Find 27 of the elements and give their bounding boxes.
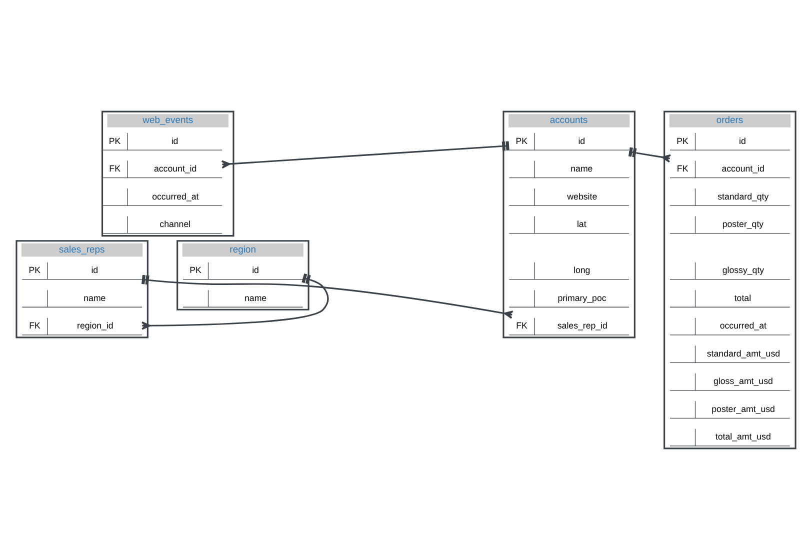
node-text: total_amt_usd [715,432,771,442]
node-text: name [84,292,106,303]
node-text: poster_qty [722,219,764,230]
node-text: website [567,191,598,202]
node-text: FK account_id [109,164,197,174]
node-text: occurred_at [152,191,199,202]
node-text: PK id [676,136,746,146]
node-text: FK sales_rep_id [516,320,608,331]
node-text: name [570,164,593,174]
node-text: PK id [190,265,259,276]
node-text: poster_amt_usd [712,404,775,414]
node-text: name [244,292,267,303]
node-text: lat [576,219,586,230]
node-text: standard_qty [718,191,769,202]
node-text: PK id [28,265,98,276]
node-text: total [734,292,752,303]
node-text: standard_amt_usd [706,348,780,358]
node-text: FK account_id [676,164,764,174]
node-text: gloss_amt_usd [714,376,773,386]
node-text: PK id [516,136,586,146]
node-text: PK id [108,136,178,146]
node-text: occurred_at [720,320,766,331]
node-text: channel [160,219,191,230]
node-text: glossy_qty [722,265,764,276]
node-text: primary_poc [558,292,606,303]
node-text: FK region_id [29,320,114,331]
node-text: long [573,265,590,276]
